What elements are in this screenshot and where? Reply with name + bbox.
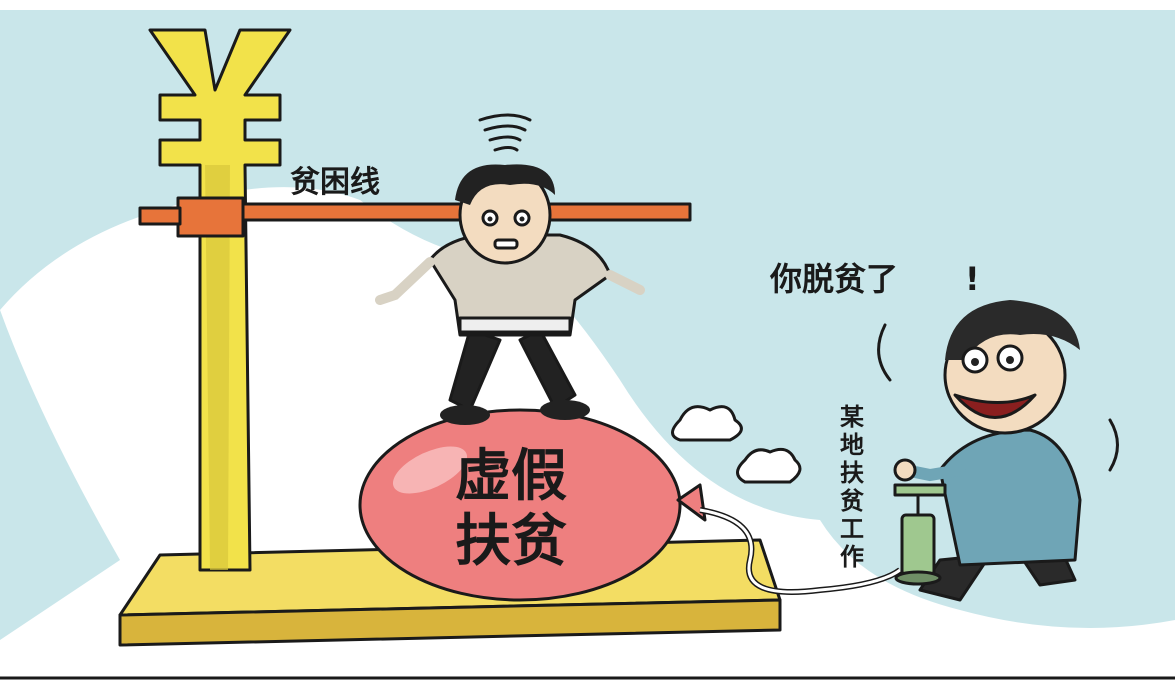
- balloon-label-line1: 虚假: [455, 444, 567, 509]
- pump-char-2: 地: [840, 431, 864, 459]
- pump-char-4: 贫: [840, 487, 864, 515]
- exclaim-label: 你脱贫了: [769, 260, 898, 298]
- air-puff-icon: [671, 405, 802, 484]
- fake-aid-balloon: [358, 408, 707, 602]
- scale-platform-side: [118, 598, 782, 647]
- pump-char-6: 作: [840, 543, 864, 571]
- poverty-line-label: 贫困线: [290, 165, 380, 200]
- dizzy-icon: [478, 113, 532, 152]
- sky-cloud-bottom: [0, 310, 120, 640]
- balloon-label-line2: 扶贫: [455, 509, 567, 574]
- pump-char-3: 扶: [840, 459, 864, 487]
- exclaim-mark: !: [965, 260, 980, 298]
- air-pump: [893, 483, 947, 586]
- official-figure: [877, 300, 1119, 602]
- yen-pole: [148, 28, 292, 572]
- pump-char-5: 工: [840, 515, 864, 543]
- pump-char-1: 某: [840, 403, 864, 431]
- poor-man-figure: [375, 113, 645, 425]
- pump-vertical-label: 某 地 扶 贫 工 作: [840, 403, 864, 571]
- sky-cloud: [0, 10, 1175, 628]
